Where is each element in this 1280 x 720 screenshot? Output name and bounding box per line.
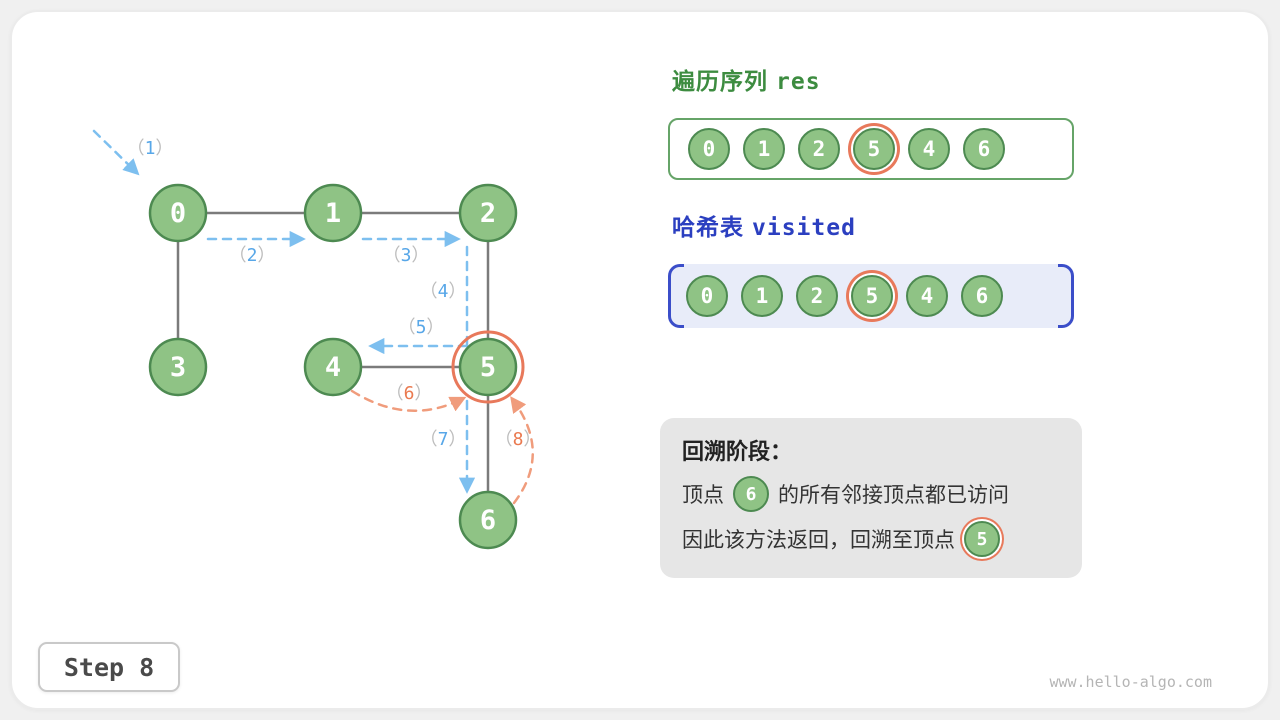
visited-title-code: visited [752, 215, 856, 241]
graph-node-4 [303, 337, 363, 397]
list-node-2: 2 [798, 128, 840, 170]
note-title: 回溯阶段： [682, 439, 793, 464]
res-section-title: 遍历序列 res [672, 62, 821, 96]
visited-section-title: 哈希表 visited [672, 208, 856, 242]
step-label-8: （8） [495, 429, 542, 450]
note-line-2: 因此该方法返回，回溯至顶点 5 [682, 521, 1064, 557]
graph-node-label-5: 5 [480, 352, 496, 383]
list-node-5: 5 [853, 128, 895, 170]
list-node-4: 4 [906, 275, 948, 317]
graph-node-label-0: 0 [170, 198, 186, 229]
list-node-6: 6 [961, 275, 1003, 317]
step-arrow-1 [92, 129, 140, 176]
graph-node-label-3: 3 [170, 352, 186, 383]
note-line2-pre: 因此该方法返回，回溯至顶点 [682, 529, 955, 552]
step-arrow-8 [510, 396, 534, 505]
list-node-0: 0 [686, 275, 728, 317]
step-label-1: （1） [127, 138, 174, 159]
res-title-code: res [776, 69, 821, 95]
res-title-zh: 遍历序列 [672, 68, 768, 94]
watermark: www.hello-algo.com [1049, 673, 1212, 691]
list-node-2: 2 [796, 275, 838, 317]
list-node-5: 5 [851, 275, 893, 317]
list-node-4: 4 [908, 128, 950, 170]
graph-node-1 [303, 183, 363, 243]
step-label-6: （6） [386, 383, 433, 404]
graph-node-label-6: 6 [480, 505, 496, 536]
graph-nodes: 0 1 2 3 4 5 6 [148, 183, 525, 550]
note-line1-pre: 顶点 [682, 484, 724, 507]
step-arrow-6 [350, 389, 467, 412]
list-node-1: 1 [743, 128, 785, 170]
graph-node-6 [458, 490, 518, 550]
graph-node-5 [458, 337, 518, 397]
graph-node-label-4: 4 [325, 352, 341, 383]
bracket-right-icon [1058, 264, 1074, 328]
graph-node-2 [458, 183, 518, 243]
list-node-0: 0 [688, 128, 730, 170]
traversal-arrows: （1） （2） （3） （4） （5） （6） （7） （8） [92, 129, 542, 505]
step-indicator: Step 8 [38, 642, 180, 692]
step-label-7: （7） [420, 429, 467, 450]
list-node-6: 6 [963, 128, 1005, 170]
inline-node-6: 6 [733, 476, 769, 512]
note-line-1: 顶点 6 的所有邻接顶点都已访问 [682, 476, 1064, 512]
step-label-5: （5） [398, 317, 445, 338]
highlight-ring [451, 330, 525, 404]
step-label-3: （3） [383, 245, 430, 266]
step-label-2: （2） [229, 245, 276, 266]
inline-node-5: 5 [964, 521, 1000, 557]
graph-node-label-1: 1 [325, 198, 341, 229]
graph-node-3 [148, 337, 208, 397]
visited-title-zh: 哈希表 [672, 214, 744, 240]
note-line1-post: 的所有邻接顶点都已访问 [778, 484, 1009, 507]
graph-node-0 [148, 183, 208, 243]
list-node-1: 1 [741, 275, 783, 317]
step-label-4: （4） [420, 281, 467, 302]
bracket-left-icon [668, 264, 684, 328]
graph-node-label-2: 2 [480, 198, 496, 229]
backtrack-note: 回溯阶段： 顶点 6 的所有邻接顶点都已访问 因此该方法返回，回溯至顶点 5 [660, 418, 1082, 578]
